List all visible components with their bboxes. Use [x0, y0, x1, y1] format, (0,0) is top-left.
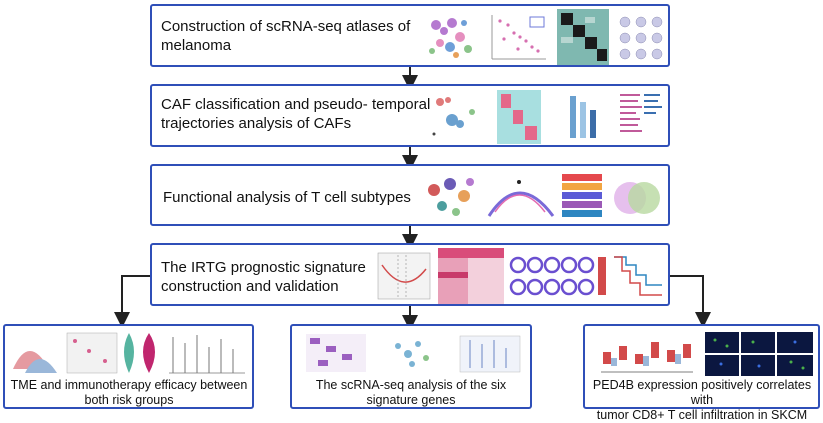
scrna-signature-thumbnails	[300, 330, 526, 376]
step-1-line-1: Construction of scRNA-seq atlases of	[161, 18, 411, 35]
risk-heatmap-thumbnail	[438, 248, 504, 304]
branch-right-line-2: tumor CD8+ T cell infiltration in SKCM	[596, 408, 808, 422]
step-3-label: Functional analysis of T cell subtypes	[163, 188, 411, 207]
step-4-line-2: construction and validation	[161, 278, 339, 295]
heatmap-thumbnail	[557, 9, 609, 65]
tme-thumbnails	[9, 329, 249, 377]
step-4-box: The IRTG prognostic signature constructi…	[150, 243, 670, 306]
caf-gene-list-thumbnail	[618, 90, 664, 144]
caf-umap-thumbnail	[422, 90, 494, 144]
tcell-umap-thumbnail	[420, 170, 484, 222]
feature-plots-thumbnail	[617, 14, 665, 62]
step-4-label: The IRTG prognostic signature constructi…	[161, 258, 366, 296]
trajectory-thumbnail	[485, 172, 557, 222]
pathway-bars-thumbnail	[562, 172, 602, 222]
survival-curve-thumbnail	[612, 251, 664, 301]
umap-plot-thumbnail	[422, 11, 480, 63]
branch-middle-label: The scRNA-seq analysis of the six signat…	[296, 378, 526, 408]
branch-left-label: TME and immunotherapy efficacy between b…	[9, 378, 249, 408]
step-3-box: Functional analysis of T cell subtypes	[150, 164, 670, 226]
caf-bars-thumbnail	[564, 92, 604, 142]
roc-rings-thumbnail	[508, 251, 608, 301]
step-2-box: CAF classification and pseudo- temporal …	[150, 84, 670, 147]
branch-left-box: TME and immunotherapy efficacy between b…	[3, 324, 254, 409]
caf-heatmap-thumbnail	[497, 90, 541, 144]
step-1-box: Construction of scRNA-seq atlases of mel…	[150, 4, 670, 67]
branch-right-box: PED4B expression positively correlates w…	[583, 324, 820, 422]
step-2-line-2: trajectories analysis of CAFs	[161, 115, 352, 132]
dotplot-thumbnail	[488, 11, 550, 63]
if-microscopy-thumbnail	[703, 330, 815, 378]
flow-connectors	[114, 67, 711, 331]
branch-middle-line-2: signature genes	[366, 393, 456, 407]
step-1-line-2: melanoma	[161, 37, 232, 54]
step-2-label: CAF classification and pseudo- temporal …	[161, 95, 430, 133]
step-2-line-1: CAF classification and pseudo- temporal	[161, 96, 431, 113]
lasso-plot-thumbnail	[376, 251, 432, 301]
arrow-4-left	[114, 275, 150, 328]
branch-left-line-1: TME and immunotherapy efficacy between	[10, 378, 248, 392]
step-1-label: Construction of scRNA-seq atlases of mel…	[161, 17, 410, 55]
step-4-line-1: The IRTG prognostic signature	[161, 259, 366, 276]
branch-middle-line-1: The scRNA-seq analysis of the six	[315, 378, 507, 392]
venn-thumbnail	[610, 172, 664, 222]
pde4b-boxplot-thumbnail	[593, 334, 697, 376]
branch-left-line-2: both risk groups	[84, 393, 174, 407]
arrow-4-right	[670, 275, 711, 328]
branch-right-label: PED4B expression positively correlates w…	[587, 378, 817, 423]
branch-right-line-1: PED4B expression positively correlates w…	[592, 378, 812, 407]
step-3-line-1: Functional analysis of T cell subtypes	[163, 189, 411, 206]
branch-middle-box: The scRNA-seq analysis of the six signat…	[290, 324, 532, 409]
